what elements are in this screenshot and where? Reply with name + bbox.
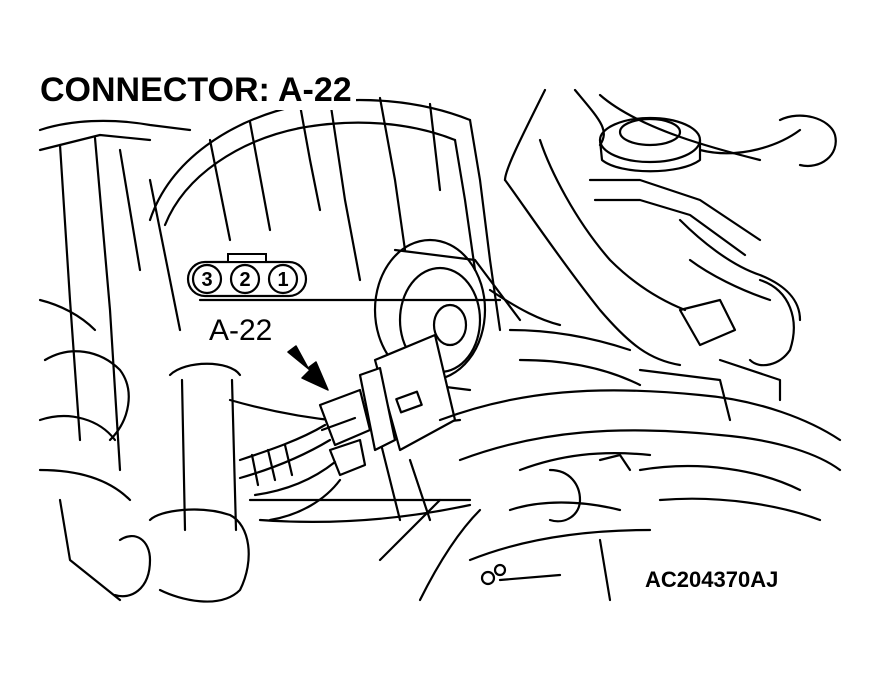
connector-pin-label: 2 <box>239 269 250 291</box>
center-hose <box>488 288 642 387</box>
figure-code: AC204370AJ <box>645 567 779 592</box>
reservoir-cap <box>598 114 837 173</box>
connector-module <box>318 333 457 477</box>
diagram-title: CONNECTOR: A-22 <box>40 70 356 110</box>
connector-pin-label: 3 <box>201 269 212 291</box>
upper-hose <box>503 88 762 367</box>
connector-callout-label: A-22 <box>207 313 275 349</box>
connector-pin-label: 1 <box>277 269 288 291</box>
vertical-tube <box>113 362 250 603</box>
lower-hose <box>378 389 842 602</box>
left-structure <box>38 119 192 602</box>
fan-shroud <box>148 96 502 523</box>
wiring-harness <box>238 423 342 522</box>
pointer-arrow <box>287 345 329 391</box>
connector-face-diagram: 3 2 1 <box>186 253 308 298</box>
right-bracket <box>588 178 802 422</box>
